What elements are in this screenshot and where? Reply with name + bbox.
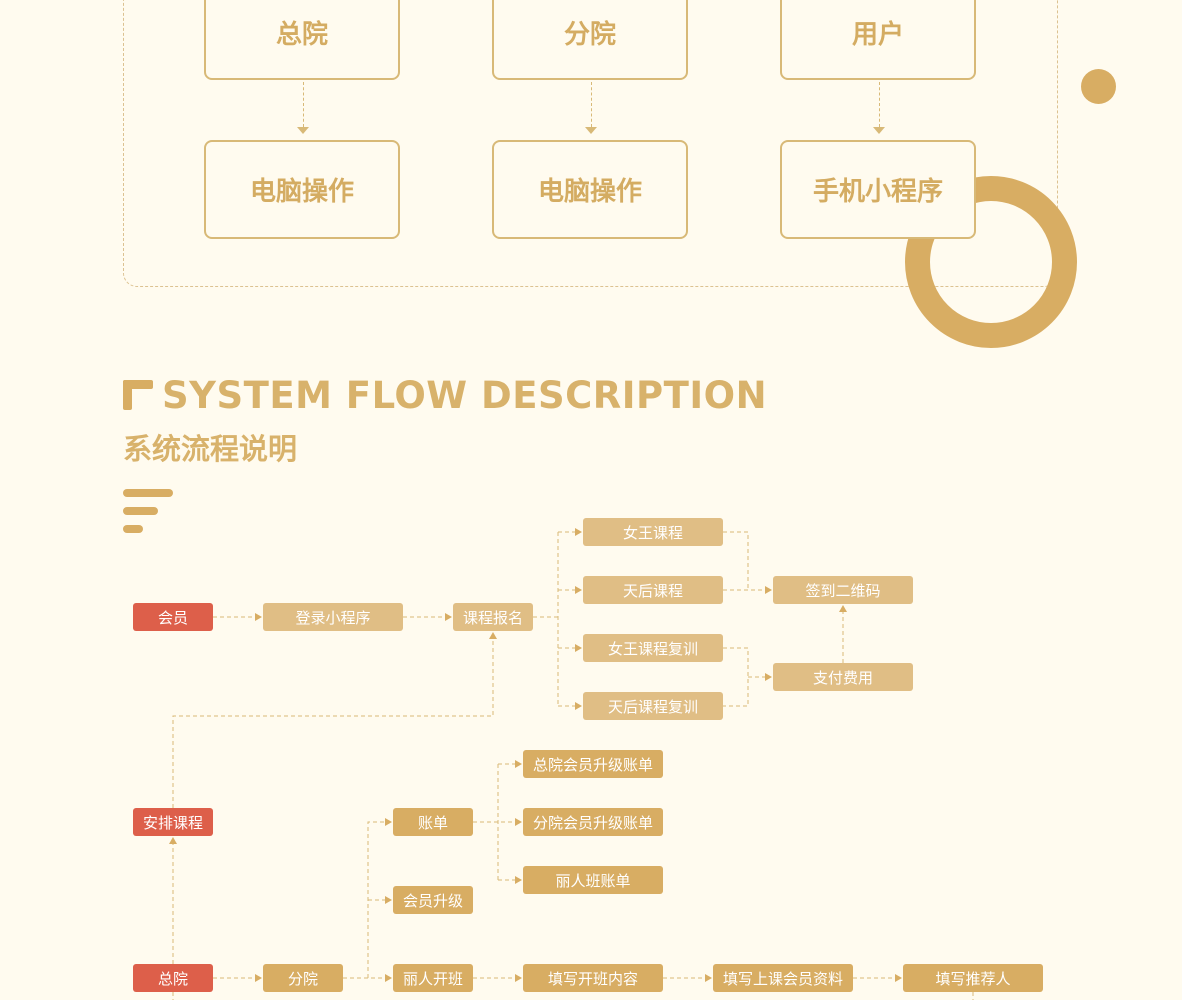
- method-label: 手机小程序: [812, 177, 943, 207]
- node-enroll: 课程报名: [453, 603, 533, 631]
- node-empress-course: 天后课程: [583, 576, 723, 604]
- node-hq-member-bill: 总院会员升级账单: [523, 750, 663, 778]
- method-label: 电脑操作: [249, 177, 354, 207]
- node-queen-retrain: 女王课程复训: [583, 634, 723, 662]
- method-box-hq: 电脑操作: [204, 140, 400, 239]
- corner-bracket-icon: [123, 380, 153, 410]
- method-box-user: 手机小程序: [780, 140, 976, 239]
- method-box-branch: 电脑操作: [492, 140, 688, 239]
- node-beauty-bill: 丽人班账单: [523, 866, 663, 894]
- node-branch-member-bill: 分院会员升级账单: [523, 808, 663, 836]
- node-empress-retrain: 天后课程复训: [583, 692, 723, 720]
- node-fill-member: 填写上课会员资料: [713, 964, 853, 992]
- node-member: 会员: [133, 603, 213, 631]
- node-hq: 总院: [133, 964, 213, 992]
- arrow-down-icon: [297, 127, 309, 134]
- role-label: 分院: [563, 19, 616, 50]
- node-fill-referrer: 填写推荐人: [903, 964, 1043, 992]
- role-label: 用户: [851, 19, 904, 50]
- node-branch: 分院: [263, 964, 343, 992]
- node-fill-class: 填写开班内容: [523, 964, 663, 992]
- role-box-branch: 分院: [492, 0, 688, 80]
- top-diagram-frame: [123, 0, 1058, 287]
- decorative-dot: [1081, 69, 1116, 104]
- node-beauty-class: 丽人开班: [393, 964, 473, 992]
- method-label: 电脑操作: [537, 177, 642, 207]
- role-label: 总院: [275, 19, 328, 50]
- section-title-cn: 系统流程说明: [123, 432, 298, 466]
- role-box-hq: 总院: [204, 0, 400, 80]
- arrow-down-icon: [585, 127, 597, 134]
- connector-line: [303, 82, 304, 127]
- section-title-en: SYSTEM FLOW DESCRIPTION: [162, 374, 768, 417]
- role-box-user: 用户: [780, 0, 976, 80]
- node-checkin-qr: 签到二维码: [773, 576, 913, 604]
- arrow-down-icon: [873, 127, 885, 134]
- node-member-upgrade: 会员升级: [393, 886, 473, 914]
- node-bill: 账单: [393, 808, 473, 836]
- node-schedule: 安排课程: [133, 808, 213, 836]
- node-pay: 支付费用: [773, 663, 913, 691]
- connector-line: [591, 82, 592, 127]
- connector-line: [879, 82, 880, 127]
- node-queen-course: 女王课程: [583, 518, 723, 546]
- node-login: 登录小程序: [263, 603, 403, 631]
